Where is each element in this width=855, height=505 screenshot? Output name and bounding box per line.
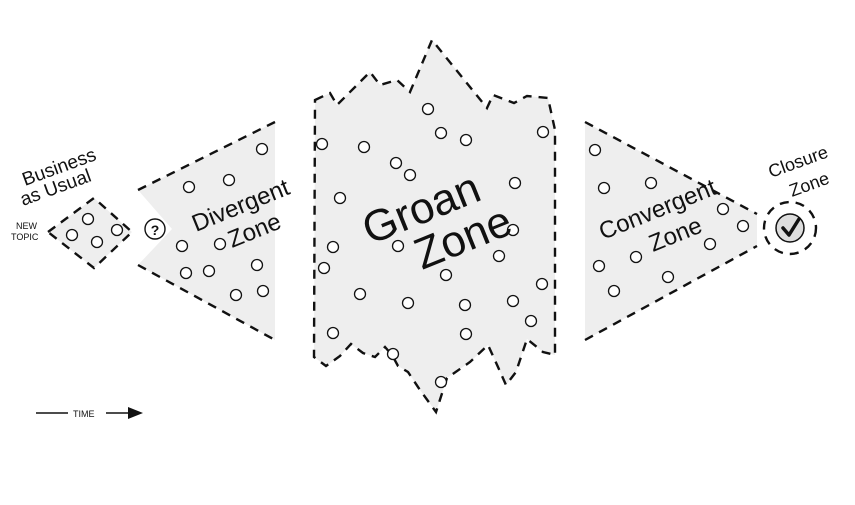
new-topic-label-line1: NEW	[16, 221, 38, 231]
idea-dot	[592, 259, 606, 273]
idea-dot	[459, 327, 473, 341]
convergent-dots	[588, 143, 750, 298]
business-as-usual-shape	[46, 196, 134, 270]
idea-dot	[182, 180, 196, 194]
idea-dot	[716, 202, 730, 216]
question-mark-icon: ?	[144, 218, 166, 240]
idea-dot	[536, 125, 550, 139]
convergent-zone-fill	[585, 122, 757, 340]
idea-dot	[90, 235, 104, 249]
idea-dot	[434, 375, 448, 389]
question-mark-text: ?	[151, 222, 160, 238]
idea-dot	[421, 102, 435, 116]
idea-dot	[703, 237, 717, 251]
idea-dot	[597, 181, 611, 195]
idea-dot	[386, 347, 400, 361]
closure-zone-shape	[762, 200, 818, 256]
idea-dot	[110, 223, 124, 237]
new-topic-label-line2: TOPIC	[11, 232, 39, 242]
idea-dot	[333, 191, 347, 205]
time-arrow: TIME	[36, 407, 143, 419]
idea-dot	[213, 237, 227, 251]
idea-dot	[629, 250, 643, 264]
idea-dot	[401, 296, 415, 310]
idea-dot	[506, 223, 520, 237]
idea-dot	[255, 142, 269, 156]
idea-dot	[644, 176, 658, 190]
time-label: TIME	[73, 409, 95, 419]
idea-dot	[315, 137, 329, 151]
idea-dot	[317, 261, 331, 275]
idea-dot	[175, 239, 189, 253]
arrow-right-icon	[128, 407, 143, 419]
divergent-zone-bottom-edge	[137, 263, 276, 342]
idea-dot	[353, 287, 367, 301]
idea-dot	[65, 228, 79, 242]
checkmark-icon	[781, 217, 801, 237]
idea-dot	[661, 270, 675, 284]
idea-dot	[250, 258, 264, 272]
idea-dot	[229, 288, 243, 302]
convergent-zone-bottom-edge	[584, 244, 758, 342]
idea-dot	[458, 298, 472, 312]
business-dots	[65, 212, 124, 249]
idea-dot	[506, 294, 520, 308]
idea-dot	[439, 268, 453, 282]
idea-dot	[459, 133, 473, 147]
idea-dot	[403, 168, 417, 182]
groan-zone-shape	[312, 37, 557, 415]
idea-dot	[535, 277, 549, 291]
idea-dot	[508, 176, 522, 190]
idea-dot	[492, 249, 506, 263]
divergent-zone-fill	[138, 122, 275, 340]
idea-dot	[179, 266, 193, 280]
idea-dot	[524, 314, 538, 328]
idea-dot	[326, 240, 340, 254]
idea-dot	[222, 173, 236, 187]
idea-dot	[607, 284, 621, 298]
idea-dot	[588, 143, 602, 157]
idea-dot	[434, 126, 448, 140]
idea-dot	[391, 239, 405, 253]
idea-dot	[202, 264, 216, 278]
idea-dot	[736, 219, 750, 233]
groan-dots	[315, 102, 550, 389]
idea-dot	[81, 212, 95, 226]
divergent-dots	[175, 142, 270, 302]
convergent-zone-top-edge	[584, 120, 758, 216]
idea-dot	[326, 326, 340, 340]
idea-dot	[389, 156, 403, 170]
idea-dot	[357, 140, 371, 154]
idea-dot	[256, 284, 270, 298]
